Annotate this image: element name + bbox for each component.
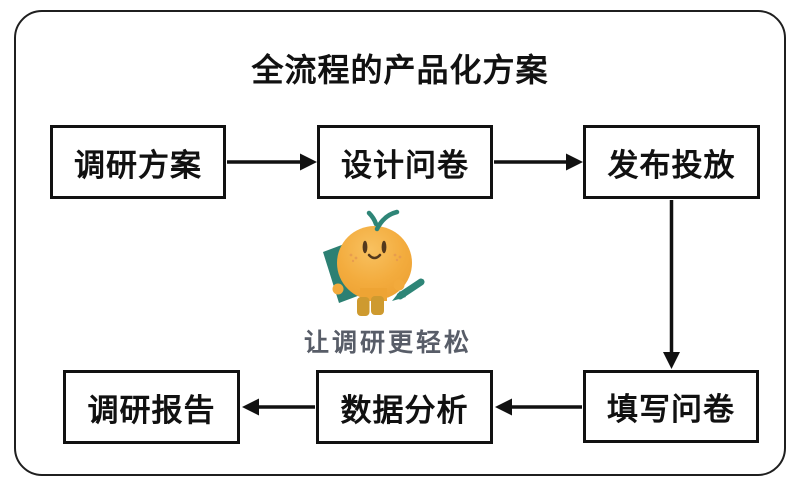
- mascot-pen: [392, 278, 425, 301]
- flow-box-publish: 发布投放: [583, 125, 760, 199]
- mascot-sprout: [366, 209, 400, 232]
- flow-box-data-analysis: 数据分析: [316, 370, 493, 444]
- flow-box-fill-survey-label: 填写问卷: [607, 392, 735, 427]
- flow-box-data-analysis-label: 数据分析: [340, 392, 469, 428]
- flow-box-design-survey: 设计问卷: [317, 125, 493, 199]
- mascot-slogan: 让调研更轻松: [303, 329, 472, 357]
- mascot-left-hand: [332, 283, 344, 295]
- diagram-title: 全流程的产品化方案: [251, 52, 549, 88]
- mascot-body: [337, 226, 412, 300]
- mascot-boots: [357, 296, 384, 316]
- mascot-right-hand: [393, 279, 405, 291]
- orange-mascot-icon: [323, 209, 425, 316]
- flow-box-design-survey-label: 设计问卷: [341, 147, 469, 183]
- flow-box-publish-label: 发布投放: [607, 147, 736, 183]
- flow-box-research-plan: 调研方案: [50, 125, 226, 199]
- flow-box-research-report-label: 调研报告: [87, 392, 216, 428]
- flow-box-research-plan-label: 调研方案: [74, 147, 202, 183]
- mascot-face: [349, 240, 402, 263]
- flow-box-research-report: 调研报告: [63, 370, 240, 444]
- flow-box-fill-survey: 填写问卷: [583, 370, 759, 443]
